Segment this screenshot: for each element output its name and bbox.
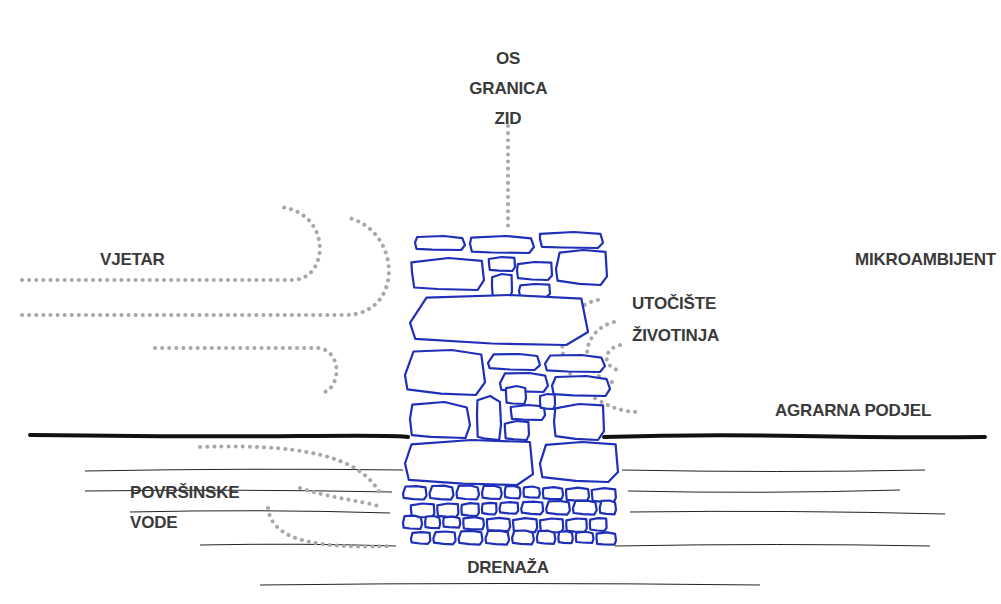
- stone: [521, 502, 543, 515]
- stone: [505, 486, 521, 498]
- callout-label: UTOČIŠTE ŽIVOTINJA: [632, 288, 719, 352]
- stone: [540, 394, 555, 409]
- stone: [506, 386, 526, 404]
- stone: [500, 502, 519, 514]
- stone: [482, 503, 497, 515]
- callout-label: VJETAR: [100, 249, 165, 271]
- stone: [403, 516, 422, 529]
- stone: [537, 531, 556, 544]
- stone: [576, 532, 594, 543]
- stone: [457, 486, 480, 500]
- stone: [425, 516, 440, 528]
- dotted-leaders: [22, 126, 640, 546]
- stone: [554, 404, 604, 440]
- stone: [558, 531, 572, 543]
- stone: [486, 531, 510, 545]
- stone: [545, 355, 605, 372]
- stone: [543, 487, 563, 499]
- stone: [459, 531, 483, 545]
- stone: [410, 295, 588, 345]
- stone: [411, 532, 430, 544]
- stone: [482, 486, 502, 499]
- callout-label: OS GRANICA ZID: [469, 44, 546, 134]
- stone: [566, 488, 589, 501]
- wall-stones: [403, 232, 618, 545]
- stone: [540, 442, 618, 482]
- soil-strata: [85, 469, 945, 585]
- stone: [590, 518, 607, 531]
- stone: [556, 250, 607, 285]
- callout-label: MIKROAMBIJENT: [855, 249, 996, 271]
- stone: [463, 517, 484, 529]
- stone: [489, 257, 515, 271]
- callout-label: POVRŠINSKE VODE: [130, 478, 239, 538]
- stone: [410, 402, 470, 438]
- stone: [477, 396, 501, 440]
- callout-label: AGRARNA PODJEL: [775, 400, 931, 422]
- stone: [488, 354, 540, 370]
- stone: [433, 532, 455, 545]
- stone: [512, 531, 534, 545]
- stone: [600, 501, 616, 515]
- stone: [552, 376, 610, 396]
- stone: [573, 501, 597, 515]
- stone: [403, 486, 427, 499]
- stone: [405, 350, 485, 395]
- stone: [470, 236, 534, 253]
- stone: [524, 487, 540, 498]
- stone: [411, 258, 484, 290]
- stone: [415, 236, 465, 250]
- stone: [546, 501, 570, 515]
- stone: [443, 517, 460, 528]
- stone: [430, 486, 454, 500]
- callout-label: DRENAŽA: [467, 557, 549, 579]
- stone: [597, 532, 617, 544]
- stone: [517, 262, 552, 280]
- stone: [566, 519, 587, 533]
- stone: [437, 504, 458, 518]
- stone: [405, 440, 533, 485]
- stone: [487, 518, 510, 531]
- stone: [505, 421, 529, 440]
- stone: [461, 503, 479, 516]
- stone: [540, 232, 603, 248]
